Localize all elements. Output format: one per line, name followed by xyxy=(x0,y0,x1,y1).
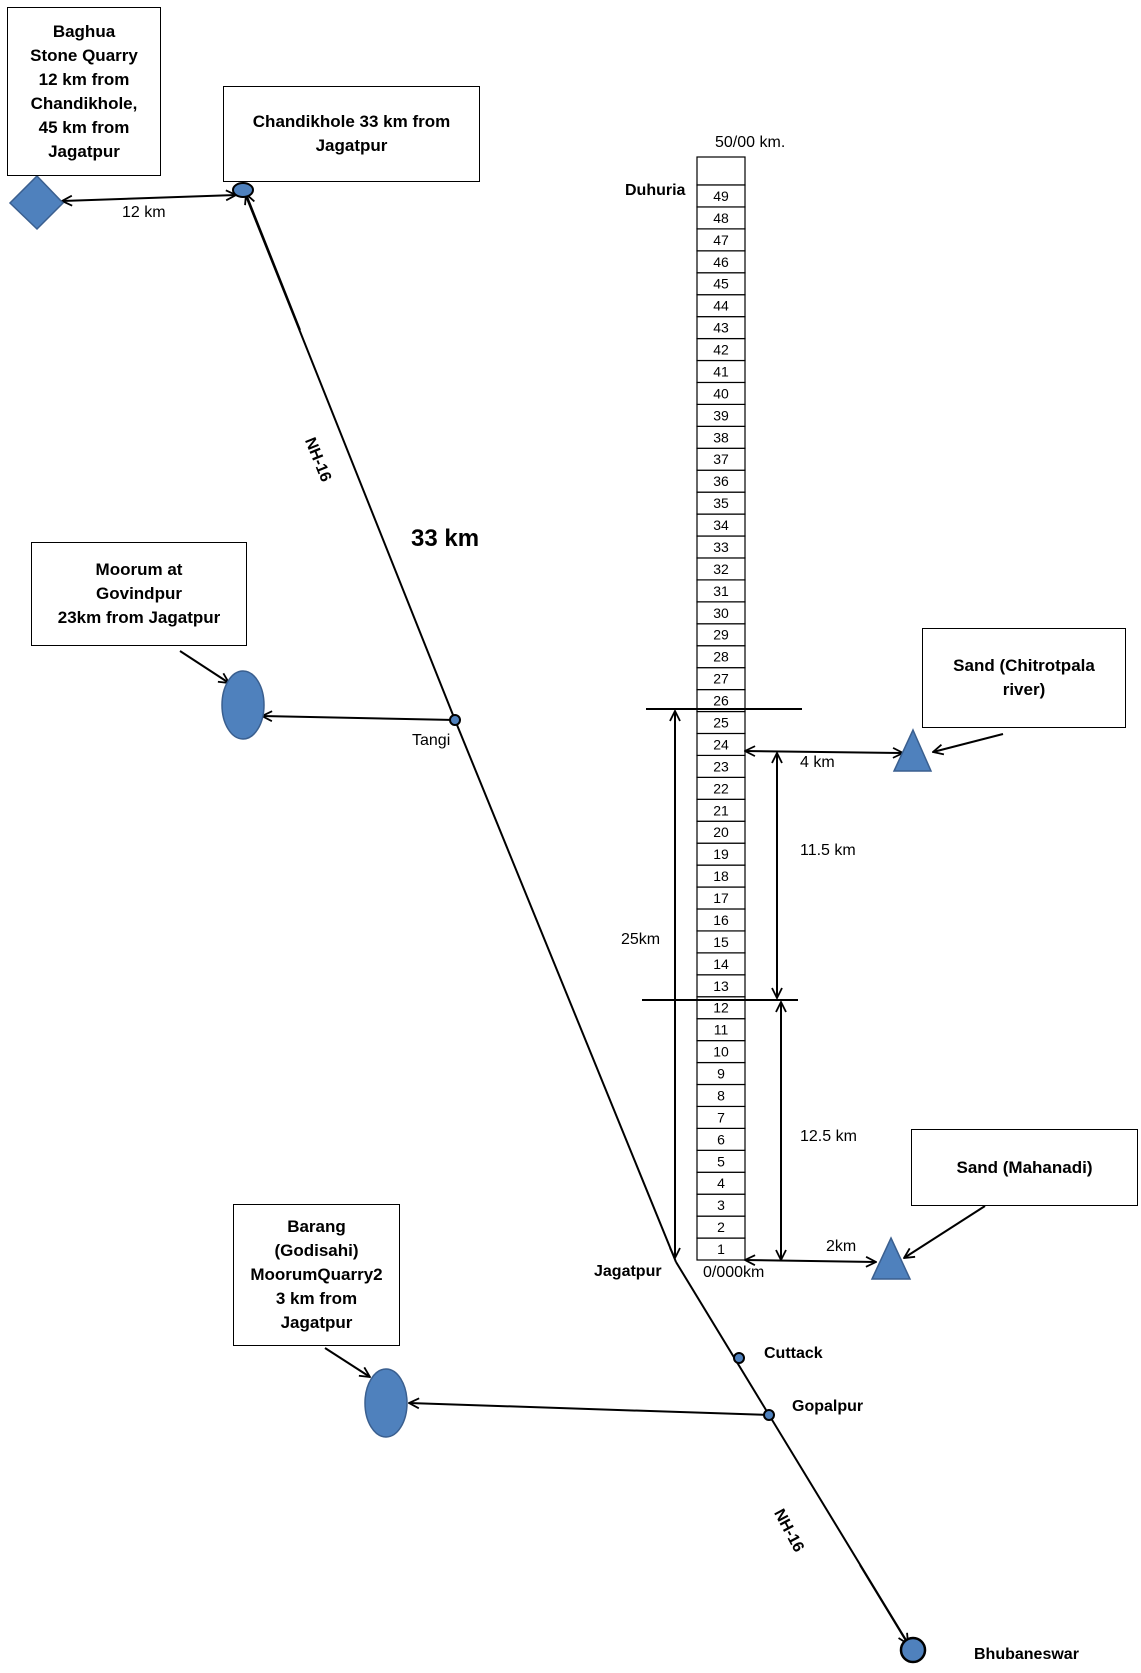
arrow-to-chandikhole xyxy=(246,194,301,331)
chainage-cell-label: 42 xyxy=(713,342,729,358)
chandikhole-town-marker xyxy=(232,182,254,198)
chainage-cell-label: 19 xyxy=(713,846,729,862)
arrow-gopalpur-barang xyxy=(409,1403,770,1416)
chainage-ruler-top-cell xyxy=(696,156,746,186)
cuttack-label: Cuttack xyxy=(764,1345,823,1362)
chainage-cell-label: 29 xyxy=(713,627,729,643)
chainage-cell-label: 2 xyxy=(717,1219,725,1235)
arrow-km0-mahanadi xyxy=(745,1260,876,1262)
chainage-top-label: 50/00 km. xyxy=(715,134,786,151)
chainage-cell-label: 31 xyxy=(713,583,729,599)
chitrotpala-sand-triangle xyxy=(892,728,933,772)
chainage-ruler: 1234567891011121314151617181920212223242… xyxy=(696,156,746,1261)
sand-chitrotpala-box: Sand (Chitrotpala river) xyxy=(922,628,1126,728)
chainage-cell-label: 18 xyxy=(713,868,729,884)
chainage-cell-label: 10 xyxy=(713,1044,729,1060)
barang-moorum-box: Barang (Godisahi) MoorumQuarry2 3 km fro… xyxy=(233,1204,400,1346)
nh16-road-middle xyxy=(454,719,677,1263)
pointer-govindpur-box xyxy=(179,650,229,683)
chainage-cell-label: 23 xyxy=(713,758,729,774)
mahanadi-sand-triangle xyxy=(870,1236,912,1280)
govindpur-moorum-ellipse xyxy=(221,670,265,740)
baghua-distance-label: 12 km xyxy=(122,204,166,221)
chainage-cell-label: 45 xyxy=(713,276,729,292)
distance-4km-label: 4 km xyxy=(800,754,835,771)
chainage-cell-label: 48 xyxy=(713,210,729,226)
arrow-baghua-chandikhole xyxy=(62,195,236,201)
distance-11-5km-label: 11.5 km xyxy=(800,842,856,859)
pointer-barang-box xyxy=(324,1347,370,1377)
chainage-cell-label: 43 xyxy=(713,320,729,336)
arrow-to-bhubaneswar xyxy=(859,1564,908,1644)
barang-moorum-ellipse xyxy=(364,1368,408,1438)
chainage-cell-label: 32 xyxy=(713,561,729,577)
chainage-cell xyxy=(696,184,746,208)
chainage-cell-label: 49 xyxy=(713,188,729,204)
chainage-cell-label: 9 xyxy=(717,1066,725,1082)
gopalpur-town-marker xyxy=(763,1409,775,1421)
chainage-cell-label: 7 xyxy=(717,1109,725,1125)
distance-25km-label: 25km xyxy=(621,931,661,948)
chainage-cell-label: 44 xyxy=(713,298,729,314)
chainage-cell-label: 36 xyxy=(713,473,729,489)
chainage-cell-label: 17 xyxy=(713,890,729,906)
gopalpur-label: Gopalpur xyxy=(792,1398,864,1415)
chainage-cell-label: 22 xyxy=(713,780,729,796)
chainage-cell-label: 11 xyxy=(714,1022,729,1038)
chainage-cell-label: 28 xyxy=(713,649,729,665)
tangi-town-marker xyxy=(449,714,461,726)
distance-12-5km-label: 12.5 km xyxy=(800,1128,857,1145)
chainage-cell-label: 21 xyxy=(713,802,729,818)
duhuria-label: Duhuria xyxy=(625,182,686,199)
chainage-cell-label: 30 xyxy=(713,605,729,621)
baghua-stone-quarry-diamond xyxy=(8,174,65,231)
chainage-cell-label: 8 xyxy=(717,1087,725,1103)
pointer-chitrotpala-box xyxy=(933,733,1004,752)
arrow-tangi-govindpur xyxy=(262,716,456,720)
chainage-cell-label: 14 xyxy=(713,956,729,972)
chainage-cell-label: 41 xyxy=(713,363,729,379)
bhubaneswar-town-marker xyxy=(899,1636,927,1664)
pointer-mahanadi-box xyxy=(904,1205,986,1258)
chainage-cell-label: 47 xyxy=(713,232,729,248)
chainage-cell-label: 33 xyxy=(713,539,729,555)
arrow-km24-chitrotpala xyxy=(745,751,903,753)
chainage-cell-label: 34 xyxy=(713,517,729,533)
chainage-cell-label: 46 xyxy=(713,254,729,270)
tangi-label: Tangi xyxy=(412,732,451,749)
chainage-cell-label: 13 xyxy=(713,978,729,994)
chainage-cell-label: 16 xyxy=(713,912,729,928)
cuttack-town-marker xyxy=(733,1352,745,1364)
chainage-cell-label: 25 xyxy=(713,715,729,731)
chainage-cell-label: 3 xyxy=(717,1197,725,1213)
chainage-bottom-label: 0/000km xyxy=(703,1264,765,1281)
bhubaneswar-label: Bhubaneswar xyxy=(974,1646,1079,1663)
chainage-cell-label: 5 xyxy=(717,1153,725,1169)
chainage-cell-label: 6 xyxy=(717,1131,725,1147)
chainage-cell-label: 12 xyxy=(713,1000,729,1016)
chandikhole-box: Chandikhole 33 km from Jagatpur xyxy=(223,86,480,182)
chainage-cell-label: 15 xyxy=(713,934,729,950)
baghua-stone-quarry-box: Baghua Stone Quarry 12 km from Chandikho… xyxy=(7,7,161,176)
sand-mahanadi-box: Sand (Mahanadi) xyxy=(911,1129,1138,1206)
jagatpur-label: Jagatpur xyxy=(594,1263,662,1280)
chainage-cell-label: 24 xyxy=(713,736,729,752)
chainage-cell-label: 39 xyxy=(713,407,729,423)
moorum-govindpur-box: Moorum at Govindpur 23km from Jagatpur xyxy=(31,542,247,646)
chainage-cell-label: 4 xyxy=(717,1175,725,1191)
chainage-cell-label: 40 xyxy=(713,385,729,401)
chainage-cell-label: 1 xyxy=(717,1241,725,1257)
chainage-cell-label: 37 xyxy=(713,451,729,467)
chainage-cell-label: 20 xyxy=(713,824,729,840)
chainage-cell-label: 35 xyxy=(713,495,729,511)
chainage-cell-label: 26 xyxy=(713,693,729,709)
chainage-cell-label: 38 xyxy=(713,429,729,445)
chainage-cell-label: 27 xyxy=(713,671,729,687)
distance-2km-label: 2km xyxy=(826,1238,857,1255)
highway-distance-label: 33 km xyxy=(411,525,480,552)
